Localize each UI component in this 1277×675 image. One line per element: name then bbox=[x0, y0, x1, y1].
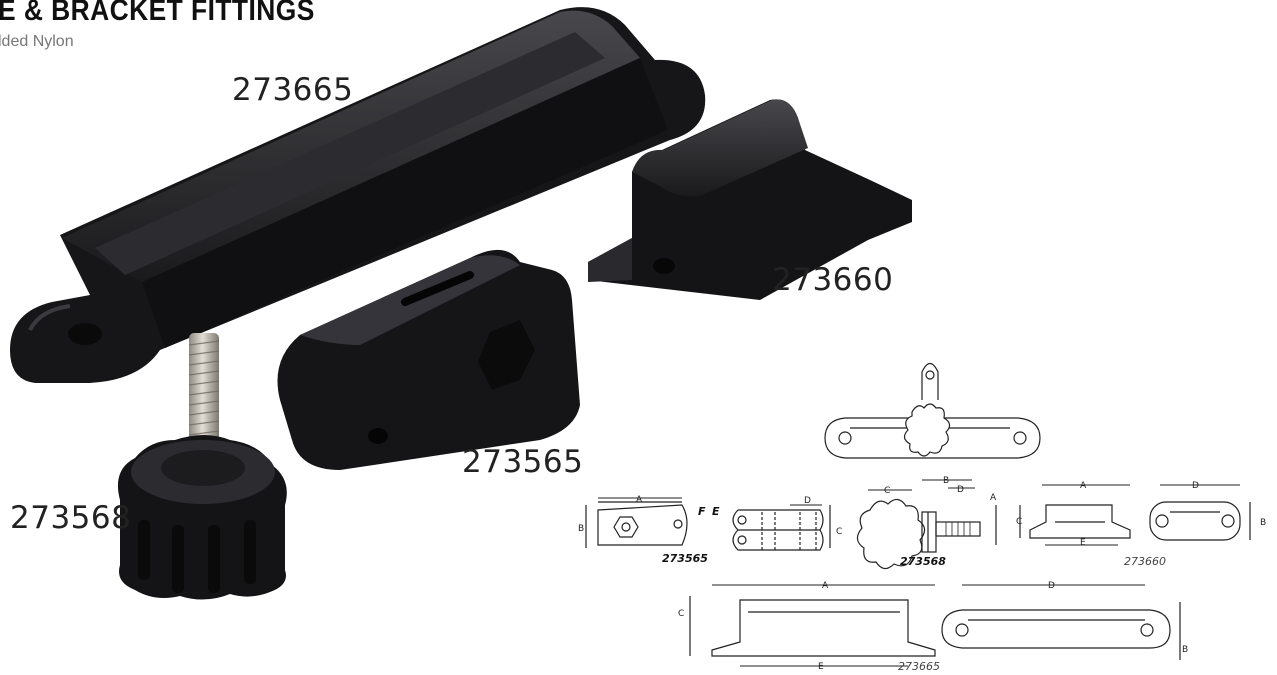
dim-d: D bbox=[1192, 481, 1199, 491]
dimension-lines bbox=[598, 479, 1240, 667]
part-label-273665: 273665 bbox=[232, 72, 354, 108]
caption-273568: 273568 bbox=[900, 555, 946, 568]
page-title: E & BRACKET FITTINGS bbox=[0, 0, 315, 27]
page-subtitle: lded Nylon bbox=[0, 33, 74, 50]
part-label-273568: 273568 bbox=[10, 500, 132, 536]
part-label-273565: 273565 bbox=[462, 444, 584, 480]
dim-b: B bbox=[578, 524, 584, 534]
dim-e: E bbox=[818, 662, 824, 672]
drawing-273665 bbox=[689, 596, 1181, 660]
dim-b: B bbox=[943, 476, 949, 486]
caption-273665: 273665 bbox=[898, 660, 940, 673]
part-273660-photo bbox=[588, 99, 912, 300]
dim-c: C bbox=[884, 486, 890, 496]
dim-f: F bbox=[698, 505, 706, 518]
part-label-273660: 273660 bbox=[772, 262, 894, 298]
dim-c: C bbox=[836, 527, 842, 537]
dim-d: D bbox=[804, 496, 811, 506]
dim-b: B bbox=[1182, 645, 1188, 655]
drawing-273565 bbox=[585, 501, 688, 548]
caption-273660: 273660 bbox=[1124, 555, 1166, 568]
dim-d: D bbox=[1048, 581, 1055, 591]
drawing-273565-top bbox=[732, 505, 831, 551]
dim-e: E bbox=[712, 505, 720, 518]
dim-c: C bbox=[678, 609, 684, 619]
assembly-top-view bbox=[824, 362, 1041, 459]
dim-c: C bbox=[1016, 517, 1022, 527]
dim-a: A bbox=[990, 493, 997, 503]
part-273565-photo bbox=[277, 249, 580, 470]
caption-273565: 273565 bbox=[662, 552, 708, 565]
drawing-273568 bbox=[856, 498, 997, 570]
drawing-273660 bbox=[1019, 501, 1251, 541]
dim-d: D bbox=[957, 485, 964, 495]
dim-a: A bbox=[636, 495, 643, 505]
dim-b: B bbox=[1260, 518, 1266, 528]
dim-a: A bbox=[1080, 481, 1087, 491]
part-273568-photo bbox=[117, 333, 287, 600]
dim-e: E bbox=[1080, 538, 1086, 548]
part-273665-photo bbox=[10, 7, 706, 384]
dim-a: A bbox=[822, 581, 829, 591]
